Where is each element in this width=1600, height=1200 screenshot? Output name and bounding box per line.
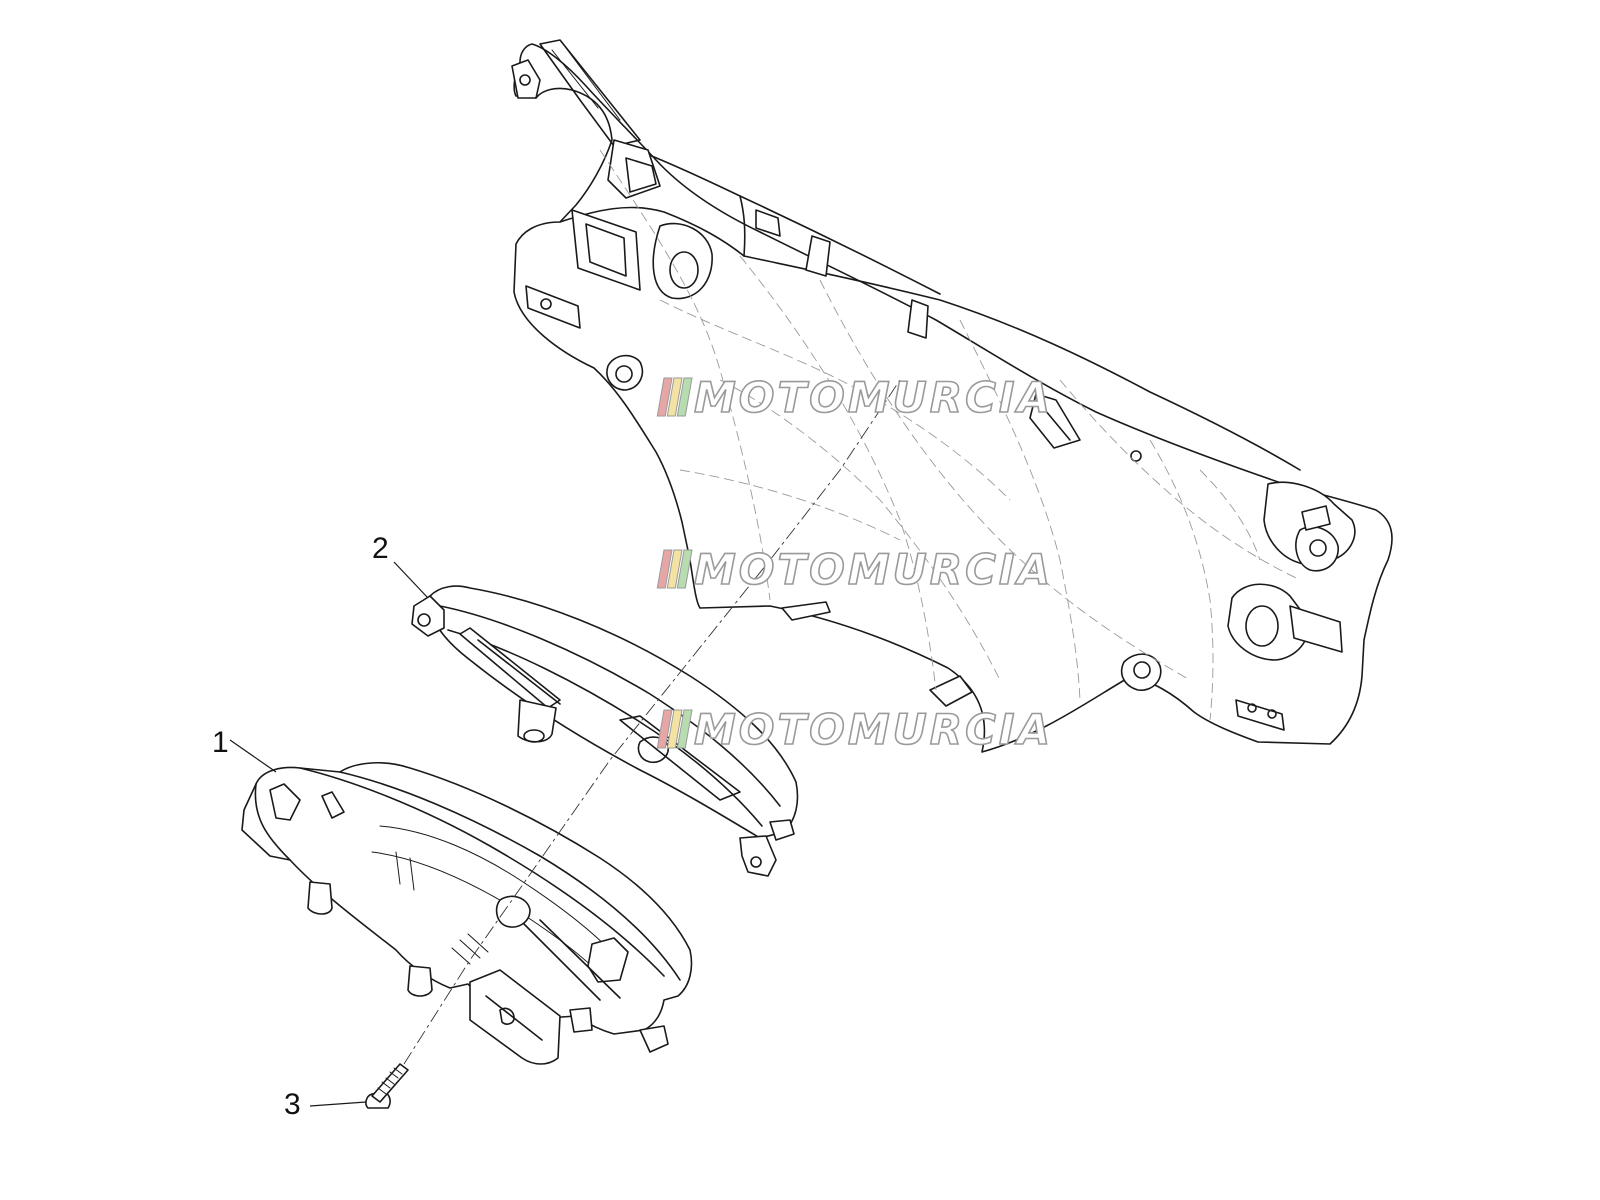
watermark-stripe-red	[656, 377, 673, 417]
watermark-stripe-yellow	[666, 377, 683, 417]
assembly-axis	[403, 379, 901, 1065]
watermark-stripe-yellow	[666, 549, 683, 589]
leader-line-2	[393, 561, 429, 599]
watermark-stripe-green	[676, 549, 693, 589]
part-1-instrument-cluster	[241, 762, 693, 1065]
watermark-stripe-green	[676, 377, 693, 417]
watermark: MOTOMURCIA	[656, 544, 1053, 595]
watermark-stripe-green	[676, 709, 693, 749]
leader-line-3	[309, 1101, 367, 1107]
watermark-text: MOTOMURCIA	[694, 545, 1053, 594]
callout-3: 3	[284, 1088, 301, 1121]
watermark-text: MOTOMURCIA	[694, 705, 1053, 754]
part-3-screw	[365, 1063, 409, 1109]
watermark-text: MOTOMURCIA	[694, 373, 1053, 422]
handlebar-cover	[511, 39, 1393, 753]
watermark: MOTOMURCIA	[656, 704, 1053, 755]
leader-line-1	[229, 739, 277, 773]
watermark-stripe-red	[656, 709, 673, 749]
watermark: MOTOMURCIA	[656, 372, 1053, 423]
watermark-stripe-red	[656, 549, 673, 589]
callout-2: 2	[372, 532, 389, 565]
callout-1: 1	[212, 726, 229, 759]
watermark-stripe-yellow	[666, 709, 683, 749]
